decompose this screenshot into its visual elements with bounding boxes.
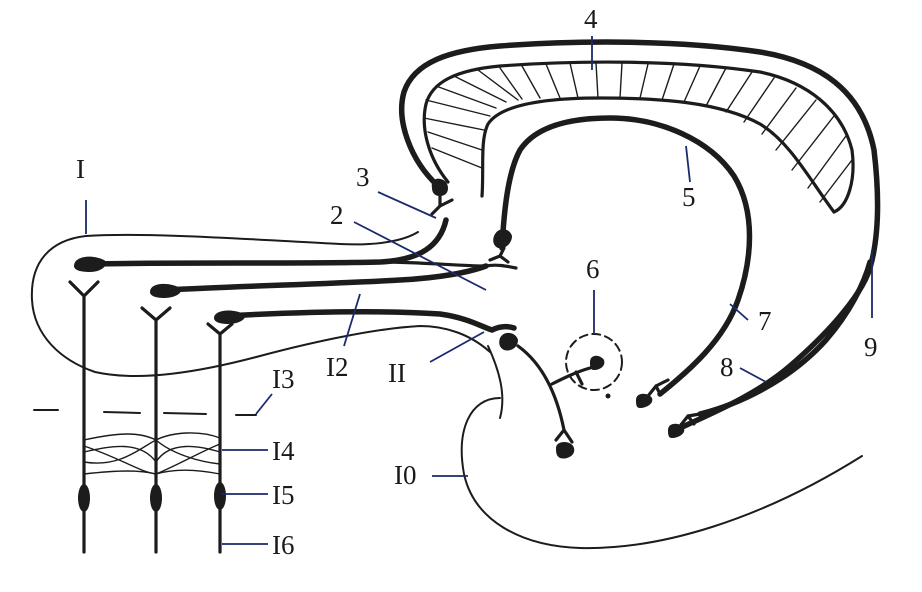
nucleus-6-neuron [590,355,605,370]
olfactory-bulb-outline [30,231,491,377]
descending-neuron-soma [556,442,575,459]
descending-neuron [499,332,518,351]
label-4: 4 [584,4,598,34]
receptor-cells [78,482,226,512]
label-14: I4 [272,436,295,466]
cortical-neuron-a-dendrite [430,194,454,216]
lower-lobe-outline [487,345,504,419]
fiber-8 [697,259,873,417]
cortical-neuron-b-dendrite [488,246,510,264]
label-13: I3 [272,364,295,394]
mitral-cell-1 [74,256,107,272]
label-1: I [76,154,85,184]
receptor-columns [68,280,234,554]
tract-fiber-1 [89,217,449,267]
label-10: I0 [394,460,417,490]
descending-neuron-axon [516,344,574,444]
mitral-cell-2 [150,283,182,298]
glomerular-crossing [83,432,221,475]
cortex-outer-contour [399,39,881,431]
dashed-boundary [33,409,257,416]
cortex-inner-contour [422,60,855,214]
structure-10-outline [460,397,863,550]
cortical-neuron-a [431,178,448,196]
tract-fiber-2 [163,263,489,293]
label-5: 5 [682,182,696,212]
nucleus-6-fiber [550,366,592,386]
label-8: 8 [720,352,734,382]
label-12: I2 [326,352,349,382]
label-9: 9 [864,332,878,362]
label-6: 6 [586,254,600,284]
label-16: I6 [272,530,295,560]
label-3: 3 [356,162,370,192]
label-11: II [388,358,406,388]
small-dot [605,393,611,399]
cortical-neuron-b [493,229,512,249]
leader-lines [85,36,873,545]
hippocampal-arch [499,115,753,397]
label-2: 2 [330,200,344,230]
label-7: 7 [758,306,772,336]
tract-fiber-3 [221,309,517,333]
mitral-cell-3 [214,310,246,324]
label-15: I5 [272,480,295,510]
tract-fiber-1-branch [378,260,518,270]
cortex-striations [423,62,853,203]
cortex-band-inner [480,96,836,214]
neuron-7-dendrite [646,378,670,398]
